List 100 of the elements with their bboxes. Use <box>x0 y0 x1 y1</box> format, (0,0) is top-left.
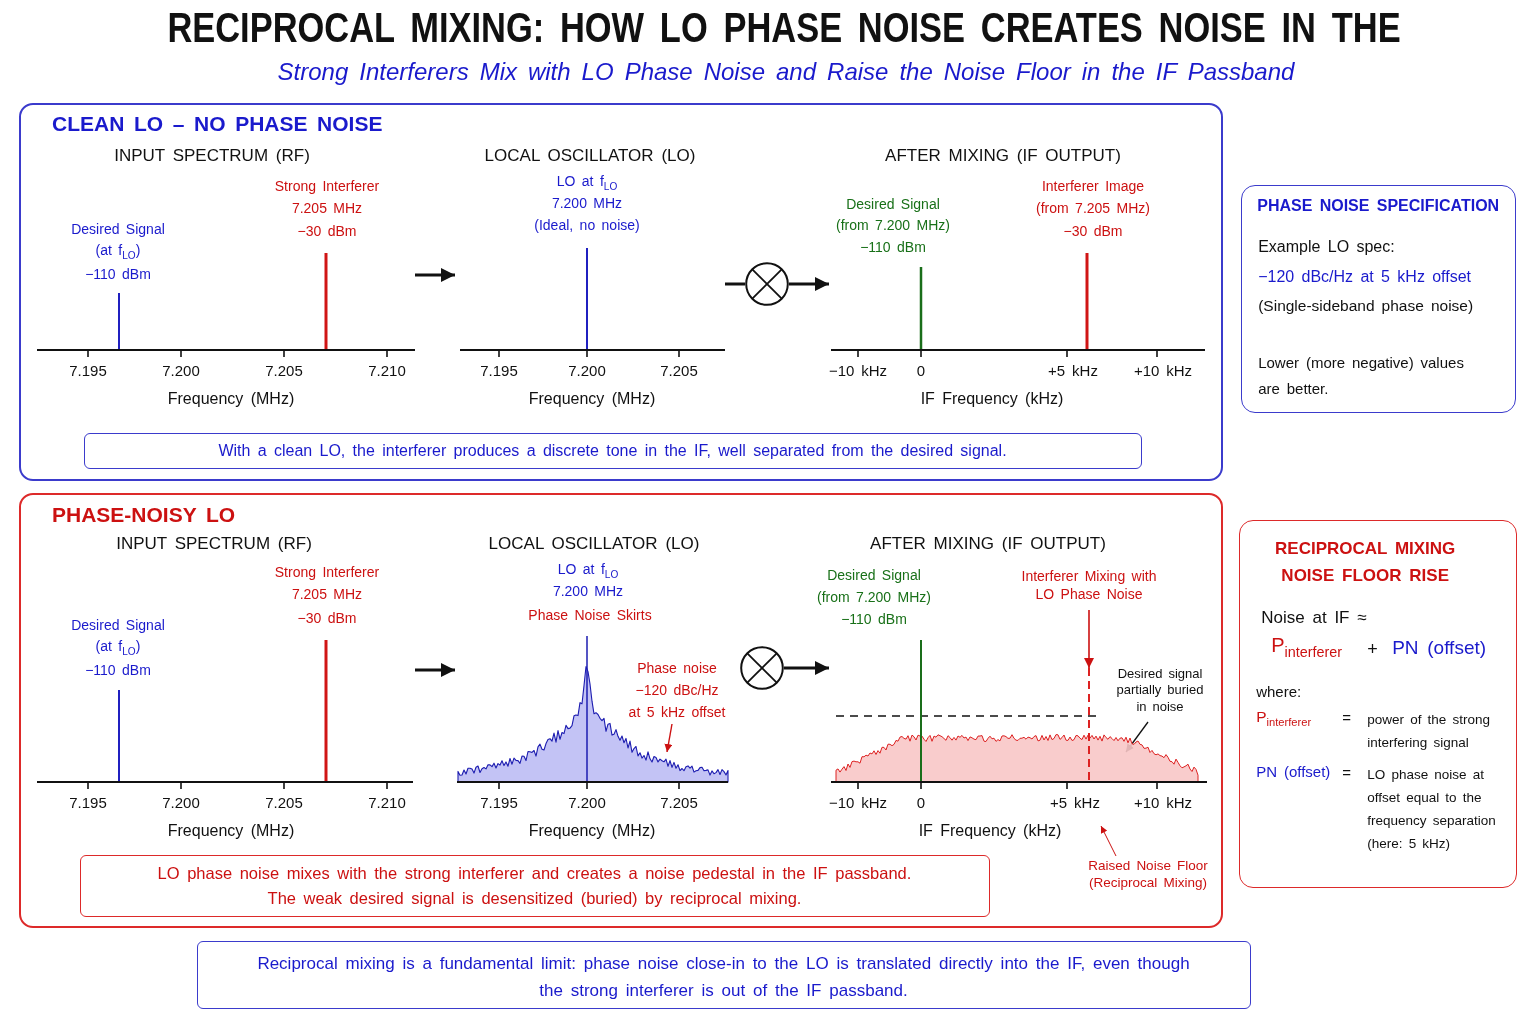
tick-label: 7.205 <box>660 794 698 813</box>
body-text: Example LO spec: <box>1258 237 1395 258</box>
peak-label: LO at f$_{LO}$ <box>556 173 618 194</box>
box-heading: RECIPROCAL MIXING NOISE FLOOR RISE <box>1274 538 1457 587</box>
peak-label: 7.200 MHz <box>551 195 623 213</box>
peak-label: −110 dBm <box>85 662 151 680</box>
tick-label: 7.195 <box>480 794 518 813</box>
note-box <box>197 941 1251 1009</box>
connector-line <box>725 282 745 286</box>
tick-label: 0 <box>916 794 926 813</box>
box-heading: PHASE NOISE SPECIFICATION <box>1257 196 1500 217</box>
mixer-symbol <box>740 646 784 690</box>
axis-title: Frequency (MHz) <box>528 821 656 841</box>
peak-label: (at f$_{LO}$) <box>95 638 141 659</box>
tick-label: 7.195 <box>69 362 107 381</box>
peak-label: (from 7.200 MHz) <box>836 217 950 235</box>
note-text: The weak desired signal is desensitized (buried) by reciprocal mixing. <box>267 887 802 909</box>
axis-title: Frequency (MHz) <box>528 389 656 409</box>
formula-symbol: = <box>1342 764 1351 783</box>
peak-label: Desired Signal <box>846 196 940 214</box>
body-text: power of the strong interfering signal <box>1367 711 1492 753</box>
leader-arrow <box>1100 825 1117 857</box>
formula-text: Noise at IF ≈ <box>1261 607 1367 629</box>
peak-label: Desired Signal <box>827 567 921 585</box>
tick-label: +5 kHz <box>1050 794 1100 813</box>
peak-label: −30 dBm <box>1063 223 1123 241</box>
mixer-symbol <box>745 262 789 306</box>
peak-label: 7.205 MHz <box>291 200 363 218</box>
tick-label: 7.200 <box>568 794 606 813</box>
peak-label: 7.200 MHz <box>552 583 624 601</box>
note-text: LO phase noise mixes with the strong interferer and creates a noise pedestal in the IF passband. <box>157 862 912 884</box>
leader-arrow <box>664 723 673 753</box>
note-text: Reciprocal mixing is a fundamental limit: phase noise close-in to the LO is translated directly into the IF, even though the strong interferer is out of the IF passband. <box>256 952 1191 1002</box>
panel-heading: CLEAN LO – NO PHASE NOISE <box>52 111 383 137</box>
tick-label: 7.210 <box>368 794 406 813</box>
leader-arrow <box>1084 609 1094 669</box>
formula-symbol: + <box>1367 638 1378 661</box>
plot-title: LOCAL OSCILLATOR (LO) <box>484 145 696 167</box>
tick-label: −10 kHz <box>828 362 888 381</box>
formula-term: PN (offset) <box>1392 636 1487 660</box>
subtitle: Strong Interferers Mix with LO Phase Noise and Raise the Noise Floor in the IF Passband <box>277 57 1295 87</box>
axis-title: IF Frequency (kHz) <box>918 821 1062 841</box>
peak-label: (at f$_{LO}$) <box>95 242 141 263</box>
annotation-text: −120 dBc/Hz <box>635 682 719 700</box>
peak-label: Interferer Image <box>1041 178 1145 196</box>
note-text: With a clean LO, the interferer produces a discrete tone in the IF, well separated from the desired signal. <box>218 440 1007 461</box>
body-text: (Single-sideband phase noise) <box>1258 296 1474 316</box>
note-box <box>80 855 990 917</box>
formula-term: PN (offset) <box>1256 763 1331 782</box>
tick-label: +5 kHz <box>1048 362 1098 381</box>
peak-label: 7.205 MHz <box>291 586 363 604</box>
plot-title: INPUT SPECTRUM (RF) <box>114 145 310 167</box>
tick-label: 7.200 <box>568 362 606 381</box>
plot-title: LOCAL OSCILLATOR (LO) <box>488 533 700 555</box>
tick-label: 7.205 <box>265 794 303 813</box>
title: RECIPROCAL MIXING: HOW LO PHASE NOISE CREATES NOISE IN THE <box>167 3 1401 53</box>
annotation-text: Phase noise <box>637 660 717 678</box>
axis-title: IF Frequency (kHz) <box>920 389 1064 409</box>
tick-label: 7.205 <box>660 362 698 381</box>
peak-label: −110 dBm <box>85 266 151 284</box>
tick-label: +10 kHz <box>1133 362 1193 381</box>
body-text: LO phase noise at offset equal to the frequency separation (here: 5 kHz) <box>1367 766 1497 853</box>
formula-symbol: = <box>1342 709 1351 728</box>
annotation-text: Raised Noise Floor (Reciprocal Mixing) <box>1087 858 1209 892</box>
formula-term: P$_{interferer}$ <box>1271 633 1343 662</box>
plot-title: INPUT SPECTRUM (RF) <box>116 533 312 555</box>
tick-label: 7.195 <box>69 794 107 813</box>
dashed-line <box>1086 668 1092 782</box>
peak-label: Desired Signal <box>71 221 165 239</box>
tick-label: 0 <box>916 362 926 381</box>
tick-label: 7.210 <box>368 362 406 381</box>
peak-label: (from 7.200 MHz) <box>817 589 931 607</box>
annotation-text: at 5 kHz offset <box>628 704 726 722</box>
peak-label: −30 dBm <box>297 610 357 628</box>
note-box <box>84 433 1142 469</box>
tick-label: −10 kHz <box>828 794 888 813</box>
peak-label: (from 7.205 MHz) <box>1036 200 1150 218</box>
tick-label: 7.205 <box>265 362 303 381</box>
tick-label: 7.195 <box>480 362 518 381</box>
formula-term: P$_{interferer}$ <box>1256 707 1312 731</box>
tick-label: 7.200 <box>162 794 200 813</box>
peak-label: −110 dBm <box>841 611 907 629</box>
panel-heading: PHASE-NOISY LO <box>52 502 236 528</box>
info-box <box>1241 185 1516 413</box>
peak-label: Strong Interferer <box>274 178 380 196</box>
axis-title: Frequency (MHz) <box>167 389 295 409</box>
panel <box>19 103 1223 481</box>
tick-label: 7.200 <box>162 362 200 381</box>
arrow <box>415 268 455 282</box>
peak-label: −30 dBm <box>297 223 357 241</box>
peak-label: (Ideal, no noise) <box>534 217 640 235</box>
plot-title: AFTER MIXING (IF OUTPUT) <box>885 145 1121 167</box>
annotation-text: Desired signal partially buried in noise <box>1115 666 1205 715</box>
arrow <box>415 663 455 677</box>
axis-title: Frequency (MHz) <box>167 821 295 841</box>
peak-label: Strong Interferer <box>274 564 380 582</box>
body-text: where: <box>1256 683 1302 702</box>
annotation-text: Interferer Mixing with LO Phase Noise <box>1020 568 1158 603</box>
peak-label: −110 dBm <box>860 239 926 257</box>
peak-label: LO at f$_{LO}$ <box>557 561 619 582</box>
